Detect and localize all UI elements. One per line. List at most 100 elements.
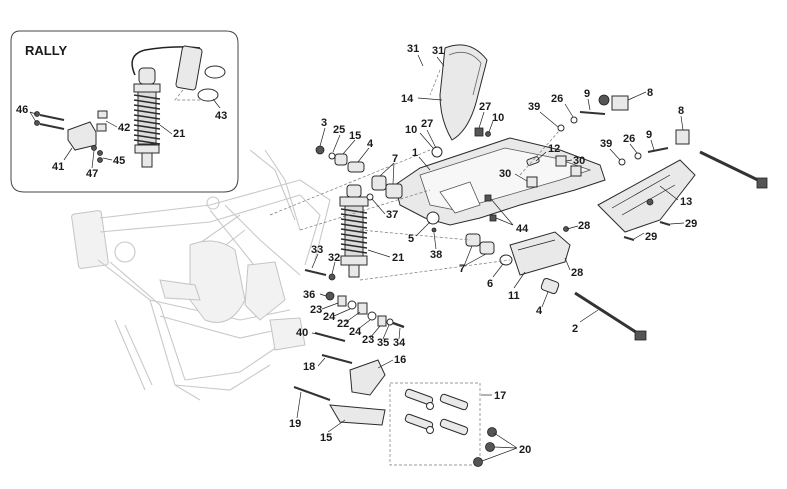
callout-18: 18 xyxy=(303,361,315,373)
leader-14 xyxy=(417,97,443,101)
main-shock-absorber xyxy=(339,184,369,278)
leader-9b xyxy=(650,139,655,151)
grease-nipple-38 xyxy=(431,227,437,233)
callout-10a: 10 xyxy=(492,112,504,124)
callout-28a: 28 xyxy=(578,220,590,232)
seal-24b xyxy=(367,311,377,321)
leader-44 xyxy=(490,198,514,226)
bushing-15 xyxy=(334,153,348,166)
callout-19: 19 xyxy=(289,418,301,430)
leader-21a xyxy=(159,124,173,135)
shock-top-collar xyxy=(339,196,369,207)
inset-reservoir xyxy=(174,45,226,102)
chain-slider xyxy=(509,231,571,276)
frame-rear-plate xyxy=(244,261,286,321)
leader-4b xyxy=(541,291,549,308)
reservoir-clamp-lower xyxy=(197,88,219,102)
frame-mount-hole xyxy=(114,241,136,263)
spring-top-collar xyxy=(133,83,161,93)
bushing-17b xyxy=(439,393,469,411)
leader-11 xyxy=(513,271,526,289)
callout-8a: 8 xyxy=(647,87,653,99)
nut-36 xyxy=(325,291,335,301)
leader-9a xyxy=(587,98,591,111)
shock-spring xyxy=(133,94,161,145)
guide-30a xyxy=(526,176,538,188)
bushing-23a xyxy=(337,295,347,307)
leader-45 xyxy=(102,157,113,161)
callout-39a: 39 xyxy=(528,101,540,113)
washer-8-top xyxy=(598,94,610,106)
callout-36: 36 xyxy=(303,289,315,301)
washer-10 xyxy=(431,146,443,158)
callout-38: 38 xyxy=(430,249,442,261)
main-shock-spring xyxy=(340,208,368,254)
leader-42 xyxy=(105,120,118,128)
callout-30a: 30 xyxy=(499,168,511,180)
leader-38 xyxy=(433,232,437,250)
callout-15b: 15 xyxy=(320,432,332,444)
linkage-rocker xyxy=(329,359,386,426)
shock-bottom-clevis xyxy=(141,152,153,168)
leader-19 xyxy=(296,391,302,419)
leader-39b xyxy=(609,148,621,161)
callout-26b: 26 xyxy=(623,133,635,145)
motorcycle-frame-ghost xyxy=(71,149,331,401)
bearing-7a xyxy=(371,175,387,191)
leader-22 xyxy=(345,311,361,323)
bushing-kit-box xyxy=(389,382,481,466)
bushing-17d xyxy=(439,418,469,436)
leader-32 xyxy=(331,261,336,275)
seal-24a xyxy=(347,300,357,310)
callout-4a: 4 xyxy=(367,138,374,150)
bolt-34 xyxy=(392,321,405,329)
leader-4a xyxy=(357,147,370,163)
callout-11: 11 xyxy=(508,290,520,302)
leader-12 xyxy=(535,151,547,162)
nut-45b xyxy=(97,157,103,163)
guide-30c xyxy=(570,165,582,177)
callout-10b: 10 xyxy=(405,124,417,136)
top-right-hardware xyxy=(431,94,690,166)
callout-21b: 21 xyxy=(392,252,404,264)
callout-27a: 27 xyxy=(479,101,491,113)
washer-25 xyxy=(328,152,336,160)
bushing-23b xyxy=(377,315,387,327)
leader-29a xyxy=(669,222,685,225)
callout-17: 17 xyxy=(494,390,506,402)
callout-47: 47 xyxy=(86,168,98,180)
leader-24a xyxy=(333,308,351,317)
nut-20c xyxy=(473,457,483,467)
callout-7a: 7 xyxy=(392,153,398,165)
bushing-17a xyxy=(404,388,434,406)
callout-46: 46 xyxy=(16,104,28,116)
washer-39b xyxy=(618,158,626,166)
mudguard-rib xyxy=(448,51,482,96)
leader-3 xyxy=(319,127,326,147)
inset-title: RALLY xyxy=(25,43,67,58)
callout-43: 43 xyxy=(215,110,227,122)
callout-9a: 9 xyxy=(584,88,590,100)
leader-15a xyxy=(342,139,356,155)
leader-37 xyxy=(371,198,386,215)
leader-28a xyxy=(566,225,579,230)
callout-28b: 28 xyxy=(571,267,583,279)
bolt-19 xyxy=(293,386,331,401)
callout-30b: 30 xyxy=(573,155,585,167)
bolt-33 xyxy=(304,269,327,276)
pivot-shaft-head xyxy=(634,330,647,341)
inset-bracket xyxy=(34,110,108,163)
screw-29b xyxy=(659,221,671,226)
leader-lines xyxy=(29,54,685,462)
nut-20a xyxy=(487,427,497,437)
leader-8a xyxy=(627,91,647,101)
leader-31a xyxy=(417,54,424,67)
clip-27 xyxy=(474,127,484,137)
leader-10a xyxy=(488,120,494,133)
callout-21a: 21 xyxy=(173,128,185,140)
leader-41 xyxy=(63,147,73,161)
callout-45: 45 xyxy=(113,155,125,167)
bracket-bolt-lower xyxy=(39,123,65,130)
plug-44a xyxy=(484,194,492,202)
mudguard-body xyxy=(439,44,488,141)
